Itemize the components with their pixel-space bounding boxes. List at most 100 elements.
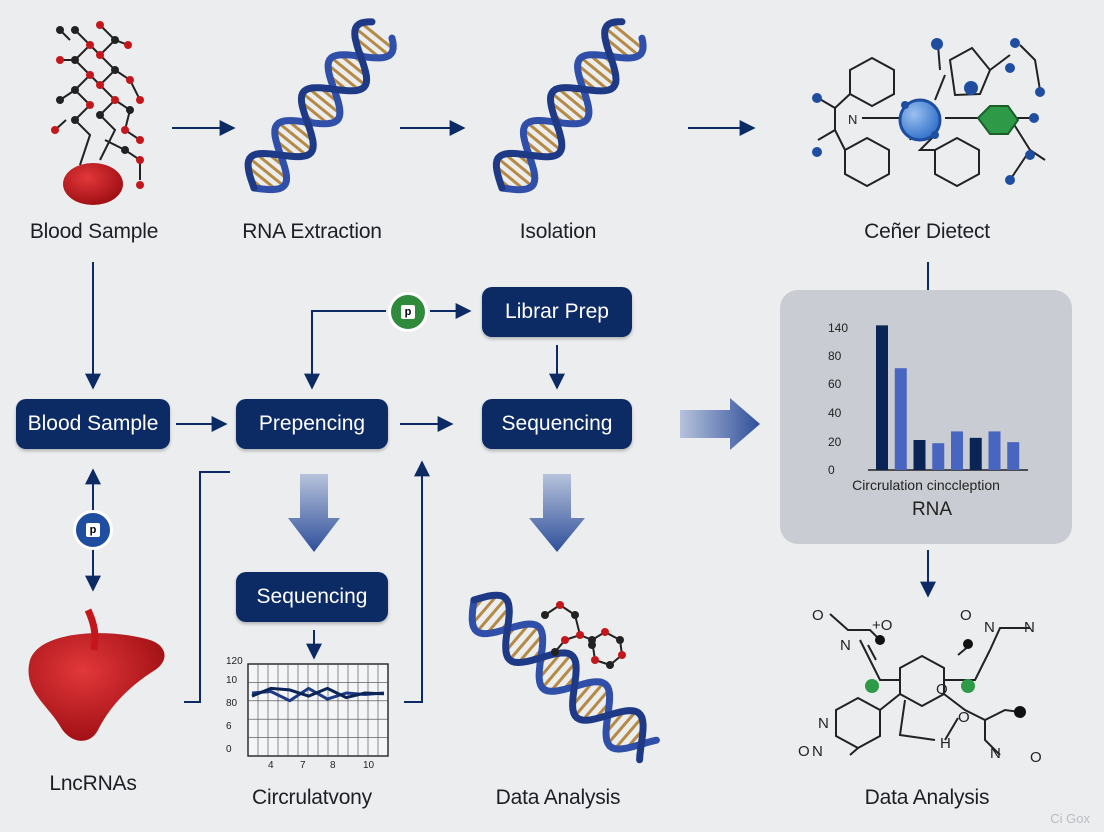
svg-text:O: O (958, 709, 970, 726)
dna-rung (307, 87, 341, 115)
box-librar-prep: Librar Prep (482, 287, 632, 337)
cancer-detect-nodes (812, 38, 1045, 185)
dna-rung (526, 121, 562, 152)
y-tick-label: 60 (828, 377, 842, 391)
x-axis-label: Circrulation cinccleption (852, 477, 1000, 493)
label-cancer-detect: Ceñer Dietect (864, 220, 990, 243)
dna-rung (613, 716, 643, 750)
label-blood-sample-top: Blood Sample (29, 220, 159, 243)
dna-rung (471, 594, 499, 625)
green-hexagon-icon (976, 105, 1020, 135)
label-data-analysis-right: Data Analysis (864, 786, 990, 809)
dna-rung (581, 688, 610, 722)
bar (913, 440, 926, 470)
liver-icon (28, 633, 165, 741)
label-isolation: Isolation (519, 220, 597, 243)
dna-rung (604, 26, 640, 57)
atom (576, 631, 584, 639)
bar (988, 431, 1001, 470)
dna-strand (250, 34, 397, 194)
label-data-analysis-center: Data Analysis (495, 786, 621, 809)
svg-text:O: O (798, 743, 810, 760)
dna-rung (354, 27, 391, 57)
blood-sample-nodes (51, 21, 144, 189)
dna-rung (247, 165, 277, 191)
label-rna-extraction: RNA Extraction (242, 220, 382, 243)
atom (601, 628, 609, 636)
line-y-tick-label: 6 (226, 721, 232, 732)
box-prepencing: Prepencing (236, 399, 388, 449)
bar (951, 431, 963, 470)
dna-rung (273, 128, 308, 157)
bracket-left (184, 471, 230, 703)
y-tick-label: 140 (828, 321, 848, 335)
dna-rung (360, 21, 395, 50)
liver-vessel (84, 608, 99, 651)
dna-rung (522, 128, 557, 157)
atom (618, 651, 626, 659)
dna-rung (255, 152, 288, 180)
dna-rung (610, 21, 644, 51)
svg-text:N: N (818, 715, 829, 732)
bar (969, 437, 982, 470)
bottom-molecule-nodes (865, 635, 1026, 718)
svg-text:+O: +O (872, 617, 892, 634)
svg-text:N: N (812, 743, 823, 760)
atom (541, 611, 549, 619)
svg-text:O: O (1030, 749, 1042, 766)
line-y-tick-label: 120 (226, 656, 243, 667)
dna-rung (541, 653, 573, 689)
arrow-loop-to-prepencing (304, 310, 386, 390)
watermark: Ci Gox (1050, 811, 1090, 826)
atom (591, 656, 599, 664)
box-sequencing-low: Sequencing (236, 572, 388, 622)
atom (571, 611, 579, 619)
green-badge-icon: p (388, 292, 428, 332)
svg-text:N: N (990, 745, 1001, 762)
dna-rung (504, 152, 536, 180)
dna-rung (508, 625, 540, 661)
bar (876, 325, 888, 470)
dna-rung (301, 92, 338, 122)
dna-rung (580, 56, 616, 87)
dna-strand (470, 591, 647, 764)
big-arrow-down-left (288, 474, 340, 552)
box-blood-sample: Blood Sample (16, 399, 170, 449)
dna-rung (495, 165, 525, 191)
label-lncrnas: LncRNAs (49, 772, 137, 795)
label-circulatory: Circrulatvony (252, 786, 372, 809)
dna-rung (549, 661, 577, 693)
dna-rung (606, 710, 637, 745)
svg-text:O: O (936, 681, 948, 698)
dna-strand (498, 34, 647, 194)
dna-rung (497, 157, 533, 188)
dna-rung (573, 681, 605, 717)
line-x-tick-label: 10 (363, 760, 375, 771)
dna-rung (277, 121, 314, 152)
dna-rung (485, 606, 511, 635)
atom (561, 636, 569, 644)
dna-rung (557, 87, 590, 115)
svg-text:O: O (960, 607, 972, 624)
svg-text:O: O (812, 607, 824, 624)
big-arrow-to-chart (680, 398, 760, 450)
svg-text:H: H (940, 735, 951, 752)
cancer-detect-molecule-icon (817, 44, 1046, 188)
line-y-tick-label: 10 (226, 675, 238, 686)
dna-rung (475, 597, 507, 633)
dna-rung (538, 651, 563, 680)
data-analysis-dna-icon (468, 591, 660, 764)
dna-rung (549, 101, 578, 125)
dna-strand (244, 18, 376, 192)
dna-strand (468, 596, 660, 753)
dna-rung (550, 91, 587, 123)
line-series (251, 686, 385, 700)
isolation-dna-icon (492, 18, 647, 194)
dna-rung (339, 53, 368, 78)
dna-rung (300, 101, 329, 125)
y-tick-label: 20 (828, 435, 842, 449)
